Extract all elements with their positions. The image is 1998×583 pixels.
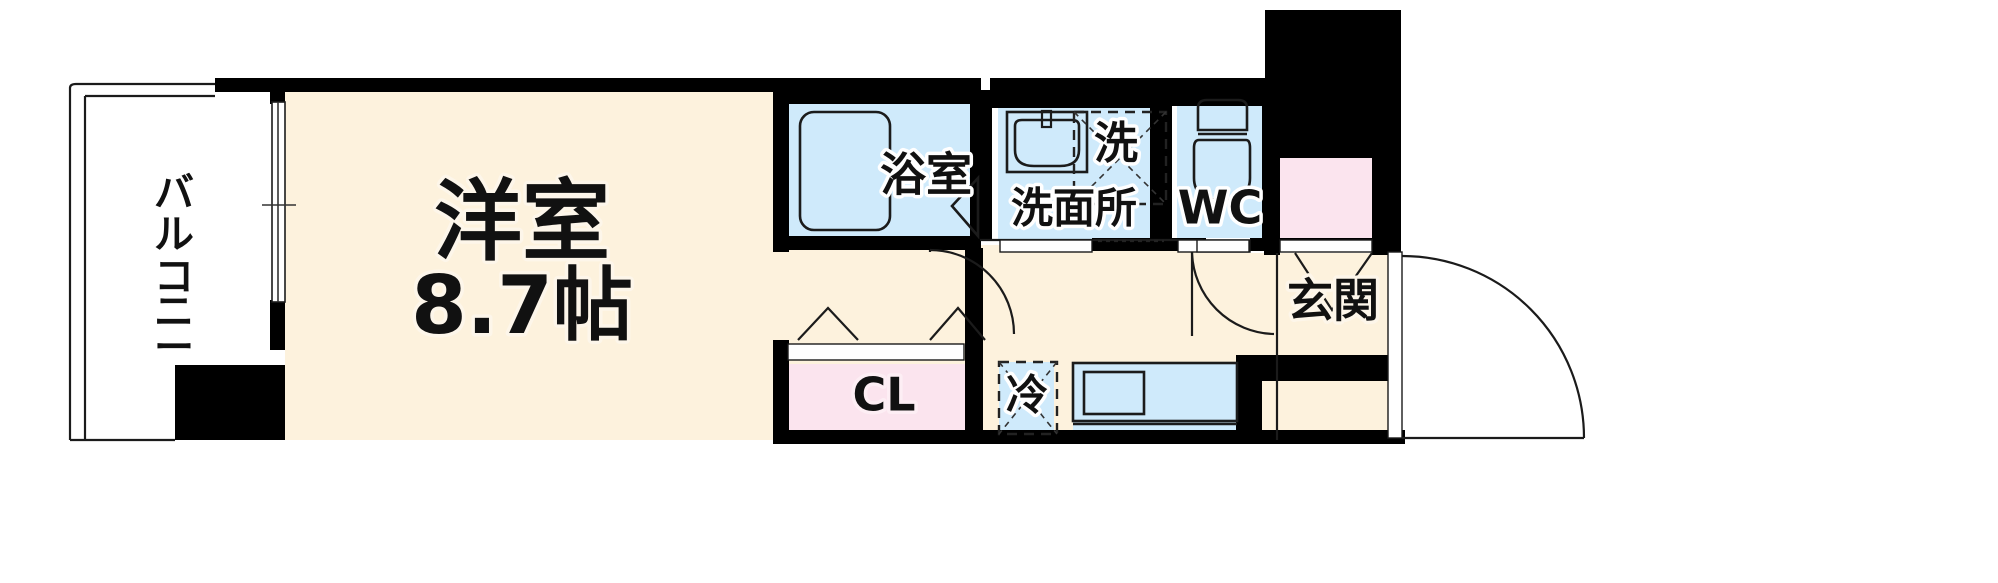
- wall-left-lower: [175, 365, 285, 440]
- wall-kitchen-right-b: [1236, 355, 1402, 381]
- entrance-label: 玄関: [1287, 274, 1379, 328]
- washer-label: 洗: [1094, 118, 1138, 169]
- wall-top-wc: [1168, 78, 1272, 106]
- wall-bath-bottom: [781, 236, 981, 250]
- balcony-label-group: バ ル コ ニ ー: [151, 167, 198, 375]
- wall-top-main: [215, 78, 781, 92]
- room-door-swing[interactable]: [928, 248, 1016, 335]
- closet-label: CL: [852, 368, 915, 422]
- fridge-label: 冷: [1006, 371, 1048, 420]
- wall-left-lower-b: [175, 365, 189, 440]
- toilet-bowl: [1192, 98, 1252, 202]
- wall-upper-closet-left: [1264, 155, 1280, 255]
- wall-main-bath: [773, 78, 789, 240]
- balcony-sliding-window[interactable]: [262, 101, 296, 303]
- room-fills: [285, 88, 1399, 440]
- refrigerator-space: [997, 360, 1059, 436]
- main-room-label: 洋室: [434, 170, 610, 273]
- bathtub: [798, 110, 892, 232]
- wall-balcony-jamb-bottom: [270, 300, 285, 350]
- kitchen-sink: [1071, 361, 1239, 426]
- toilet-label: WC: [1178, 181, 1263, 235]
- wall-bottom-mid: [965, 430, 1405, 444]
- wall-top-washroom: [990, 78, 1170, 108]
- main-room-size-label: 8.7帖: [411, 259, 633, 352]
- entrance-step-fill: [1277, 253, 1399, 440]
- balcony-label-c4: ニ: [154, 289, 194, 335]
- vanity-sink: [1005, 109, 1089, 174]
- washing-machine-space: [1072, 110, 1168, 206]
- closet-folding-doors[interactable]: [787, 306, 986, 361]
- wall-top-bath: [781, 78, 981, 104]
- walls: [175, 10, 1405, 444]
- wall-main-left-top: [270, 78, 285, 102]
- wall-closet-right: [965, 340, 983, 444]
- balcony-label-c1: バ: [154, 170, 194, 216]
- wall-bath-washroom: [970, 90, 992, 240]
- corridor-fill-upper: [965, 245, 1197, 345]
- washroom-door[interactable]: [999, 239, 1164, 253]
- main-room-fill: [285, 88, 777, 440]
- entrance-step: [1275, 252, 1373, 440]
- washroom-label: 洗面所: [1011, 184, 1137, 233]
- shoe-box: [1196, 239, 1373, 253]
- bathroom-label: 浴室: [880, 148, 972, 202]
- balcony-label-c3: コ: [154, 254, 194, 300]
- entrance-door-swing[interactable]: [1387, 251, 1586, 440]
- wall-washroom-bottom: [1092, 238, 1172, 251]
- wall-bottom-closet: [773, 430, 983, 444]
- wall-closet-left: [773, 340, 789, 444]
- upper-closet-fill: [1277, 155, 1375, 238]
- balcony-label-c2: ル: [154, 212, 194, 258]
- room-labels: バ ル コ ニ ー 洋室 8.7帖 浴室 洗面所 洗 WC 玄関 CL 冷: [151, 115, 1383, 426]
- balcony-outline: [68, 82, 215, 442]
- closet-fill: [786, 364, 969, 440]
- balcony-label-c5: ー: [154, 325, 194, 371]
